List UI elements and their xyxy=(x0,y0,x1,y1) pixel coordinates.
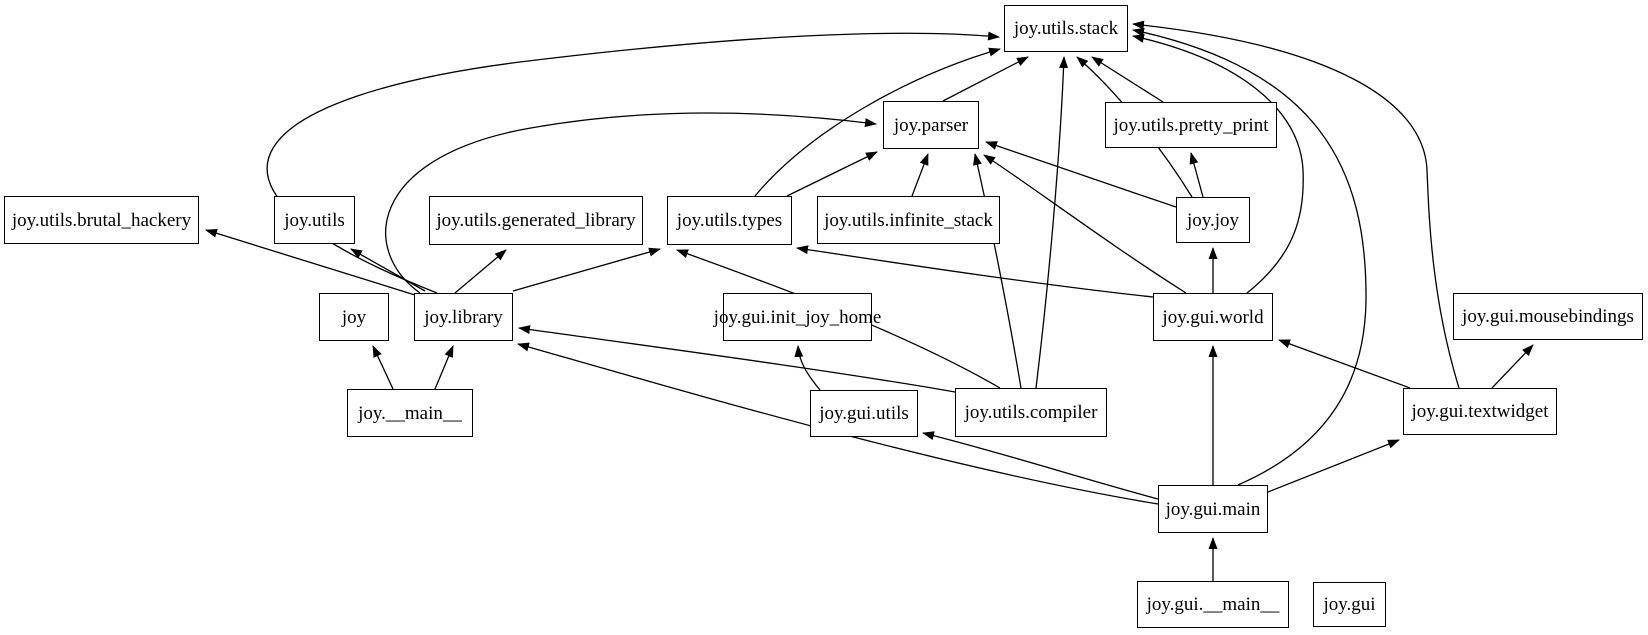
edge-joy-gui-world-to-joy-parser xyxy=(983,154,1187,294)
edge-joy-library-to-joy-utils-stack xyxy=(266,31,1000,294)
edge-joy-gui-utils-to-joy-gui-init-joy-home xyxy=(794,345,821,391)
node-joy-gui-utils: joy.gui.utils xyxy=(810,390,918,437)
node-label-joy-main: joy.__main__ xyxy=(358,402,462,424)
edge-joy-gui-world-to-joy-utils-stack xyxy=(1132,34,1304,294)
node-label-joy-gui-textwidget: joy.gui.textwidget xyxy=(1411,401,1549,422)
edge-joy-gui-textwidget-to-joy-gui-mousebindings xyxy=(1491,344,1534,389)
node-joy-gui-main: joy.gui.main xyxy=(1158,485,1268,533)
node-label-joy-gui-main-main: joy.gui.__main__ xyxy=(1146,594,1280,615)
node-label-joy-utils-pretty-print: joy.utils.pretty_print xyxy=(1113,114,1269,136)
node-label-joy-utils-types: joy.utils.types xyxy=(676,210,783,231)
edge-joy-utils-types-to-joy-utils-stack xyxy=(754,47,1001,197)
node-joy-parser: joy.parser xyxy=(883,101,979,149)
node-joy-gui: joy.gui xyxy=(1313,582,1386,627)
edge-joy-gui-main-to-joy-gui-utils xyxy=(922,431,1159,500)
node-label-joy-joy: joy.joy xyxy=(1186,209,1240,231)
node-label-joy-gui-world: joy.gui.world xyxy=(1162,306,1264,328)
node-joy-gui-mousebindings: joy.gui.mousebindings xyxy=(1453,293,1643,340)
node-joy-utils: joy.utils xyxy=(274,196,355,244)
node-joy-main: joy.__main__ xyxy=(347,389,473,437)
edge-joy-utils-compiler-to-joy-parser xyxy=(973,153,1022,389)
node-label-joy-gui: joy.gui xyxy=(1323,594,1376,615)
node-joy: joy xyxy=(319,293,389,341)
node-label-joy-gui-utils: joy.gui.utils xyxy=(819,403,909,424)
node-label-joy-utils: joy.utils xyxy=(284,209,345,231)
node-joy-utils-infinite-stack: joy.utils.infinite_stack xyxy=(817,196,1000,244)
edge-joy-joy-to-joy-utils-pretty-print xyxy=(1189,152,1204,198)
edge-joy-library-to-joy-utils-brutal-hackery xyxy=(205,228,416,296)
node-label-joy-utils-generated-library: joy.utils.generated_library xyxy=(436,210,636,231)
edge-joy-gui-main-to-joy-gui-textwidget xyxy=(1267,439,1400,493)
node-label-joy-utils-compiler: joy.utils.compiler xyxy=(964,402,1098,423)
edge-joy-parser-to-joy-utils-stack xyxy=(942,56,1029,102)
node-joy-utils-pretty-print: joy.utils.pretty_print xyxy=(1105,102,1277,148)
edge-joy-library-to-joy-utils xyxy=(350,248,426,292)
node-label-joy-utils-infinite-stack: joy.utils.infinite_stack xyxy=(824,209,993,231)
node-joy-gui-init-joy-home: joy.gui.init_joy_home xyxy=(714,293,881,341)
node-label-joy-gui-init-joy-home: joy.gui.init_joy_home xyxy=(713,306,882,328)
node-label-joy-utils-stack: joy.utils.stack xyxy=(1013,18,1119,39)
edge-joy-library-to-joy-utils-generated-library xyxy=(454,249,507,294)
edge-joy-utils-pretty-print-to-joy-utils-stack xyxy=(1091,56,1164,103)
edge-joy-utils-types-to-joy-parser xyxy=(786,151,878,197)
edge-joy-utils-compiler-to-joy-library xyxy=(518,325,956,393)
node-label-joy-library: joy.library xyxy=(424,306,503,328)
node-label-joy-gui-main: joy.gui.main xyxy=(1165,498,1261,520)
node-label-joy-gui-mousebindings: joy.gui.mousebindings xyxy=(1462,306,1634,327)
node-joy-utils-stack: joy.utils.stack xyxy=(1004,5,1128,52)
node-joy-gui-world: joy.gui.world xyxy=(1153,293,1273,341)
node-joy-utils-compiler: joy.utils.compiler xyxy=(955,388,1107,437)
node-joy-utils-generated-library: joy.utils.generated_library xyxy=(429,196,643,245)
edge-joy-utils-infinite-stack-to-joy-parser xyxy=(911,153,929,197)
edge-joy-library-to-joy-utils-types xyxy=(512,247,661,292)
node-joy-utils-types: joy.utils.types xyxy=(667,196,792,245)
node-joy-gui-textwidget: joy.gui.textwidget xyxy=(1403,388,1557,435)
node-label-joy-parser: joy.parser xyxy=(893,114,969,136)
node-joy-joy: joy.joy xyxy=(1176,197,1250,243)
edge-joy-gui-textwidget-to-joy-gui-world xyxy=(1278,339,1411,389)
edge-joy-main-to-joy-library xyxy=(434,345,454,390)
node-joy-gui-main-main: joy.gui.__main__ xyxy=(1137,581,1289,628)
node-label-joy-utils-brutal-hackery: joy.utils.brutal_hackery xyxy=(11,209,192,231)
edge-joy-main-to-joy xyxy=(372,345,394,390)
edge-joy-gui-textwidget-to-joy-utils-stack xyxy=(1132,20,1460,389)
edge-joy-joy-to-joy-parser xyxy=(985,141,1177,208)
edge-joy-gui-world-to-joy-utils-types xyxy=(796,245,1154,298)
edge-joy-utils-compiler-to-joy-utils-stack xyxy=(1035,56,1069,389)
node-joy-library: joy.library xyxy=(414,293,513,341)
node-joy-utils-brutal-hackery: joy.utils.brutal_hackery xyxy=(4,196,199,244)
edge-joy-gui-main-to-joy-utils-stack xyxy=(1132,27,1367,486)
edge-joy-library-to-joy-parser xyxy=(385,112,877,294)
node-label-joy: joy xyxy=(341,306,367,328)
